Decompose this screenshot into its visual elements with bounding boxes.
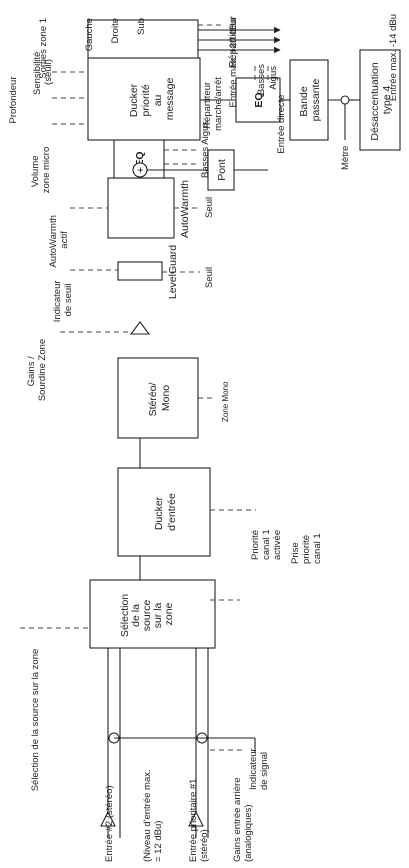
svg-text:Volume zone micro: Volume zone micro bbox=[30, 147, 52, 193]
desaccentuation-block bbox=[359, 49, 401, 151]
svg-text:Entrée max. +20 dBu: Entrée max. +20 dBu bbox=[228, 18, 239, 108]
svg-text:Indicateur de signal: Indicateur de signal bbox=[248, 746, 270, 790]
svg-text:Seuil: Seuil bbox=[204, 197, 215, 218]
svg-text:Répartiteur marche/arrêt: Répartiteur marche/arrêt bbox=[202, 77, 224, 131]
autowarmth-block bbox=[107, 177, 175, 239]
svg-text:Prise priorité can: Prise priorité canal 1 bbox=[290, 532, 323, 564]
svg-text:Aigus: Aigus bbox=[268, 66, 279, 90]
gain-triangle-icon bbox=[129, 321, 151, 335]
svg-text:Basses Aigus: Basses Aigus bbox=[200, 121, 211, 178]
svg-text:Gains entrée arrière (an: Gains entrée arrière (analogiques) bbox=[232, 775, 254, 862]
svg-text:Profondeur: Profondeur bbox=[8, 76, 19, 123]
svg-text:(Niveau d'entrée max. =: (Niveau d'entrée max. = 12 dBu) bbox=[142, 767, 164, 862]
svg-text:Basses: Basses bbox=[256, 64, 267, 95]
meter-node-icon bbox=[340, 95, 350, 105]
svg-text:Sélection de la source: Sélection de la source sur la zone bbox=[119, 591, 175, 637]
control-lines bbox=[20, 24, 269, 751]
svg-text:Stéréo/ Mono: Stéréo/ Mono bbox=[147, 380, 172, 417]
ducker-input-block bbox=[117, 467, 211, 557]
svg-text:Sub: Sub bbox=[136, 18, 147, 35]
svg-text:Bande passante: Bande passante bbox=[298, 79, 322, 122]
svg-text:Ducker d'entrée: Ducker d'entrée bbox=[153, 493, 178, 531]
input-amp-1-icon bbox=[188, 810, 204, 827]
svg-text:Mètre: Mètre bbox=[340, 146, 351, 170]
svg-text:EQ: EQ bbox=[253, 92, 265, 107]
svg-text:EQ: EQ bbox=[134, 151, 146, 166]
svg-text:Sensibilité (seuil): Sensibilité (seuil) bbox=[32, 49, 54, 95]
svg-text:Gauche: Gauche bbox=[84, 18, 95, 51]
svg-text:Entrée max. -14 dBu: Entrée max. -14 dBu bbox=[388, 14, 399, 101]
svg-text:Entrée #2 (stéréo): Entrée #2 (stéréo) bbox=[104, 785, 115, 862]
svg-text:Répartiteur: Répartiteur bbox=[227, 16, 239, 68]
svg-text:Zone Mono: Zone Mono bbox=[221, 381, 230, 422]
svg-text:Sorties zone 1: Sorties zone 1 bbox=[38, 18, 49, 79]
svg-text:Entrée prioritaire #1 (s: Entrée prioritaire #1 (stéréo) bbox=[188, 776, 210, 862]
ducker-message-block bbox=[87, 57, 201, 141]
svg-text:Seuil: Seuil bbox=[204, 267, 215, 288]
eq-second-block bbox=[235, 77, 281, 123]
labels: Sélection de la source sur la zone Entré… bbox=[8, 14, 399, 862]
svg-text:Ducker priorité au: Ducker priorité au message bbox=[128, 78, 176, 121]
levelguard-block bbox=[117, 261, 163, 281]
output-arrows bbox=[198, 26, 281, 54]
svg-text:Droite: Droite bbox=[110, 18, 121, 43]
svg-text:Sélection de la source sur la: Sélection de la source sur la zone bbox=[30, 649, 41, 792]
stereo-mono-block bbox=[117, 357, 199, 439]
input-amp-2-icon bbox=[100, 810, 116, 827]
svg-text:Gains / Sourdine Zone: Gains / Sourdine Zone bbox=[26, 339, 48, 401]
svg-text:+: + bbox=[135, 167, 147, 173]
svg-text:Pont: Pont bbox=[216, 159, 228, 181]
svg-text:Désaccentuation type 4: Désaccentuation type 4 bbox=[369, 59, 393, 140]
svg-text:AutoWarmth actif: AutoWarmth actif bbox=[48, 212, 70, 267]
svg-text:Priorité canal 1 a: Priorité canal 1 activée bbox=[250, 527, 283, 560]
svg-text:Entrée directe: Entrée directe bbox=[276, 94, 287, 153]
source-select-block bbox=[89, 579, 216, 649]
svg-text:AutoWarmth: AutoWarmth bbox=[179, 180, 191, 238]
repartiteur-block bbox=[87, 19, 199, 59]
svg-text:Indicateur de seuil: Indicateur de seuil bbox=[52, 278, 74, 322]
